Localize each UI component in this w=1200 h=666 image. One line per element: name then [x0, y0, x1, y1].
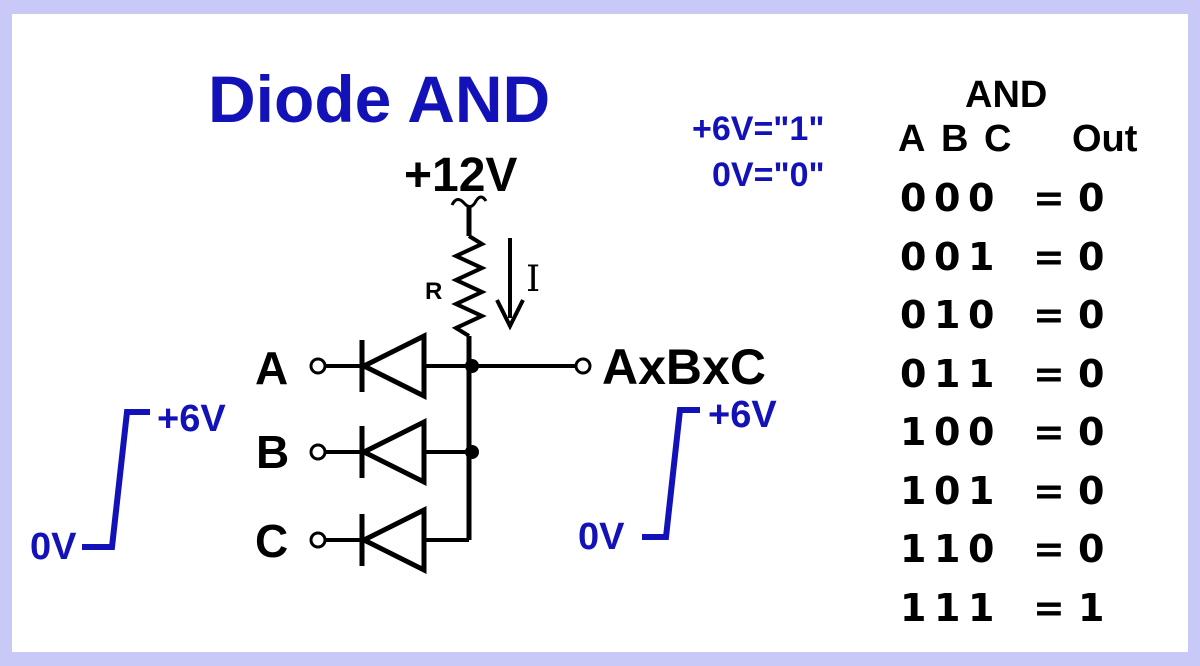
cell-out: 0 — [1078, 293, 1105, 337]
cell-c: 0 — [968, 410, 995, 454]
cell-out: 1 — [1078, 585, 1105, 630]
input-terminal-b — [309, 443, 327, 461]
input-terminal-c — [309, 531, 327, 549]
cell-out: 0 — [1078, 527, 1105, 571]
cell-c: 1 — [968, 585, 995, 630]
cell-b: 1 — [934, 293, 961, 337]
equals-sign: = — [1033, 468, 1065, 513]
header-out: Out — [1072, 118, 1138, 160]
waveform-right — [642, 407, 700, 540]
cell-a: 1 — [900, 585, 927, 630]
diode-b-body — [358, 417, 427, 487]
cell-c: 0 — [968, 176, 995, 220]
cell-a: 0 — [900, 351, 927, 396]
equals-sign: = — [1033, 585, 1065, 630]
cell-b: 0 — [934, 410, 961, 454]
input-label-c: C — [255, 515, 289, 567]
cell-a: 1 — [900, 468, 927, 513]
resistor-symbol — [451, 234, 487, 338]
cell-b: 1 — [934, 585, 961, 630]
page-title: Diode AND — [208, 62, 551, 136]
diode-c-body — [358, 505, 427, 575]
supply-label: +12V — [404, 149, 518, 202]
waveform-left-low: 0V — [30, 526, 77, 568]
waveform-left-high: +6V — [157, 398, 226, 440]
input-label-b: B — [256, 426, 290, 478]
equals-sign: = — [1033, 176, 1065, 220]
input-terminal-a — [309, 357, 327, 375]
cell-c: 1 — [968, 351, 995, 396]
waveform-right-low: 0V — [578, 516, 625, 558]
cell-a: 1 — [900, 527, 927, 571]
cell-out: 0 — [1078, 468, 1105, 513]
cell-a: 1 — [900, 410, 927, 454]
header-c: C — [984, 118, 1012, 160]
cell-a: 0 — [900, 176, 927, 220]
cell-c: 1 — [968, 468, 995, 513]
cell-a: 0 — [900, 234, 927, 279]
level-one-label: +6V="1" — [692, 110, 825, 148]
waveform-right-high: +6V — [708, 394, 777, 436]
truth-table-title: AND — [965, 74, 1048, 116]
header-b: B — [941, 118, 969, 160]
header-a: A — [898, 118, 926, 160]
equals-sign: = — [1033, 410, 1065, 454]
cell-c: 0 — [968, 527, 995, 571]
equals-sign: = — [1033, 527, 1065, 571]
cell-b: 0 — [934, 234, 961, 279]
cell-out: 0 — [1078, 351, 1105, 396]
junction-b — [465, 445, 479, 459]
output-terminal — [574, 357, 592, 375]
diagram-canvas — [12, 14, 1188, 652]
cell-out: 0 — [1078, 410, 1105, 454]
cell-b: 0 — [934, 468, 961, 513]
equals-sign: = — [1033, 293, 1065, 337]
cell-b: 1 — [934, 527, 961, 571]
level-zero-label: 0V="0" — [712, 156, 825, 194]
cell-a: 0 — [900, 293, 927, 337]
resistor-label: R — [425, 278, 443, 305]
current-label: I — [526, 259, 541, 300]
cell-b: 1 — [934, 351, 961, 396]
current-arrowhead — [495, 299, 525, 331]
input-label-a: A — [255, 342, 289, 394]
cell-out: 0 — [1078, 234, 1105, 279]
junction-a — [465, 359, 479, 373]
cell-c: 1 — [968, 234, 995, 279]
output-label: AxBxC — [602, 339, 766, 395]
cell-c: 0 — [968, 293, 995, 337]
cell-b: 0 — [934, 176, 961, 220]
equals-sign: = — [1033, 234, 1065, 279]
waveform-left — [82, 409, 150, 550]
equals-sign: = — [1033, 351, 1065, 396]
cell-out: 0 — [1078, 176, 1105, 220]
diode-a-body — [358, 331, 427, 401]
